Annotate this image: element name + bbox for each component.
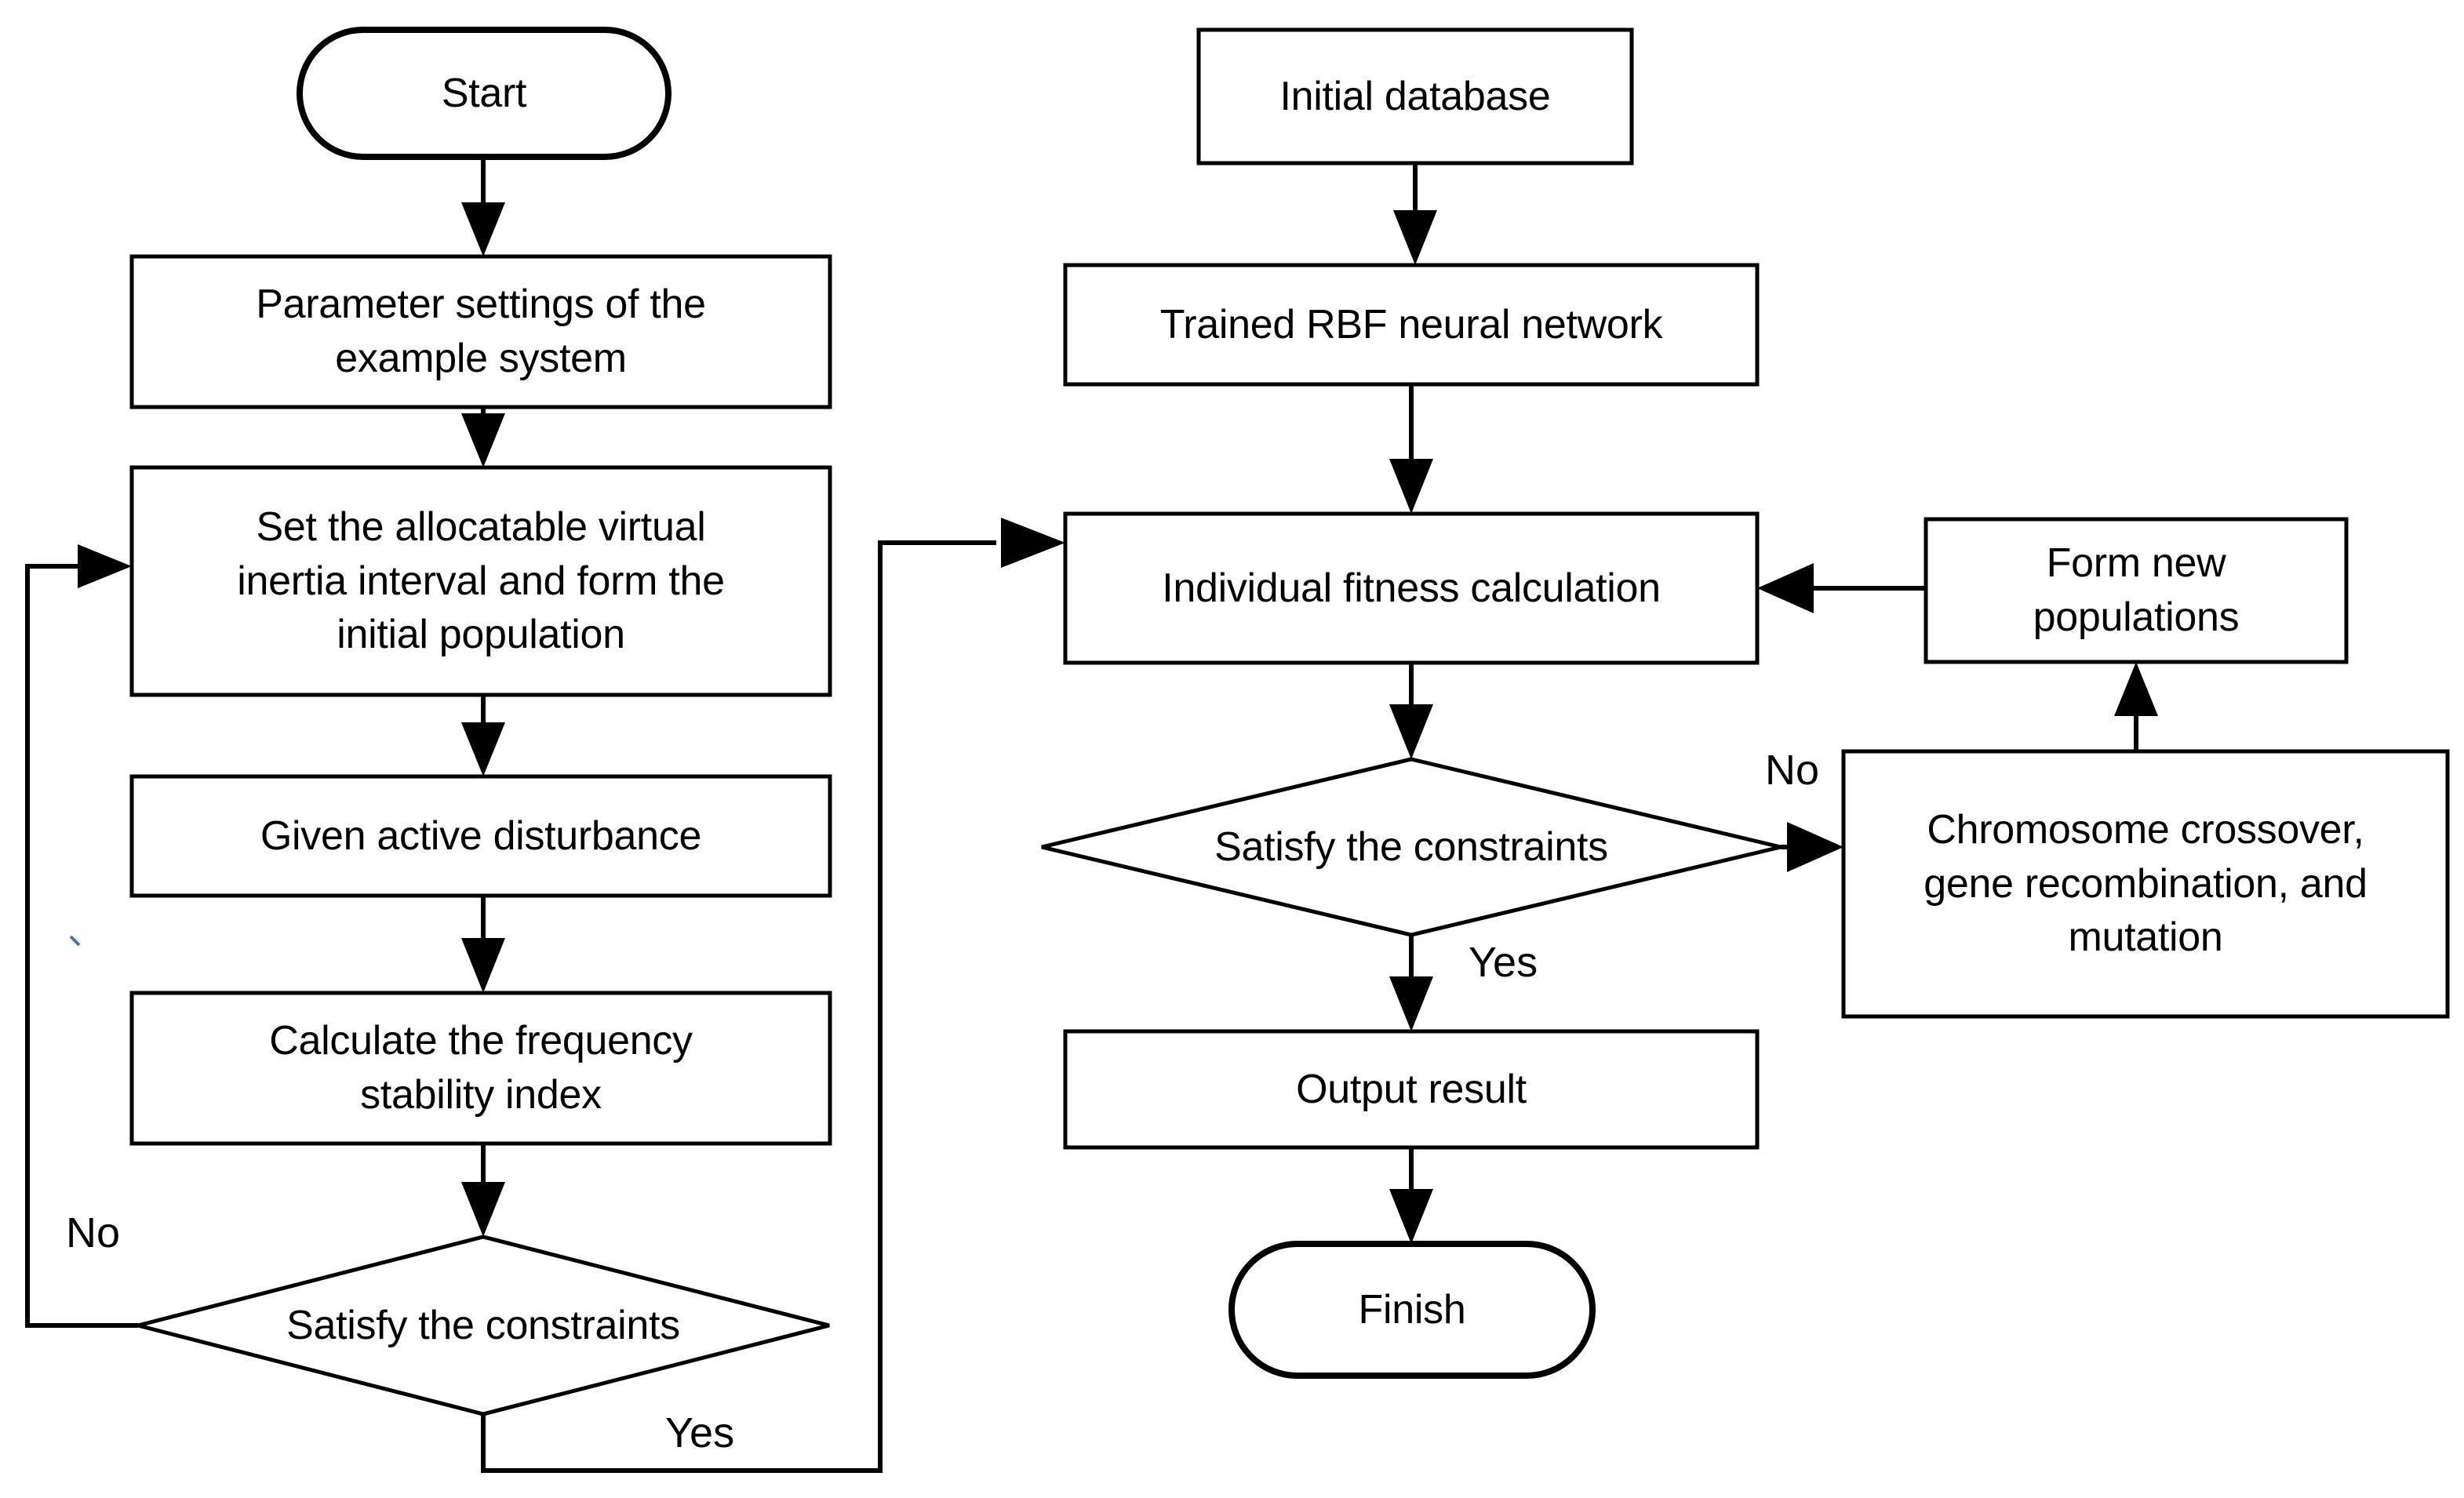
arrowhead-decision-mid-no: [1787, 822, 1843, 872]
node-set-inertia-shape[interactable]: [129, 465, 832, 697]
edge-label-mid-yes: Yes: [1469, 939, 1538, 986]
arrowhead-populations-to-fitness: [1757, 563, 1814, 613]
edge-label-mid-no: No: [1765, 747, 1820, 794]
arrowhead-parameter-to-set-inertia: [461, 413, 505, 467]
node-parameter-settings-shape[interactable]: [129, 254, 832, 409]
node-decision-left-shape[interactable]: [137, 1234, 830, 1416]
arrowhead-disturbance-to-calculate: [461, 938, 505, 993]
arrowhead-decision-mid-yes: [1389, 976, 1433, 1031]
arrowhead-rbf-to-fitness: [1389, 459, 1433, 514]
node-decision-mid-shape[interactable]: [1041, 757, 1782, 937]
node-chromosome-ops-shape[interactable]: [1841, 749, 2450, 1019]
node-given-disturbance-shape[interactable]: [129, 774, 832, 898]
edge-decision-left-no-loop: [25, 564, 138, 1328]
arrowhead-decision-left-yes-to-fitness: [1001, 518, 1065, 568]
node-form-new-populations-shape[interactable]: [1924, 517, 2349, 664]
node-finish-shape[interactable]: [1228, 1241, 1596, 1379]
arrowhead-decision-left-no-loop: [78, 544, 132, 588]
edge-decision-left-yes-to-fitness: [481, 540, 996, 1473]
node-initial-database-shape[interactable]: [1196, 27, 1634, 165]
node-calculate-index-shape[interactable]: [129, 991, 832, 1146]
arrowhead-start-to-parameter: [461, 202, 505, 256]
node-trained-rbf-shape[interactable]: [1063, 263, 1760, 387]
edge-label-left-no: No: [66, 1209, 121, 1256]
arrowhead-output-to-finish: [1389, 1189, 1433, 1244]
arrowhead-calculate-to-decision-left: [461, 1182, 505, 1237]
node-output-result-shape[interactable]: [1063, 1029, 1760, 1150]
stray-ink-artifact: [69, 935, 82, 947]
arrowhead-set-inertia-to-disturbance: [461, 722, 505, 776]
node-start-shape[interactable]: [297, 27, 672, 160]
arrowhead-database-to-rbf: [1393, 210, 1437, 265]
edge-label-left-yes: Yes: [665, 1409, 735, 1456]
arrowhead-fitness-to-decision-mid: [1389, 704, 1433, 759]
node-fitness-calculation-shape[interactable]: [1063, 511, 1760, 665]
arrowhead-chromosome-to-populations: [2114, 662, 2158, 716]
